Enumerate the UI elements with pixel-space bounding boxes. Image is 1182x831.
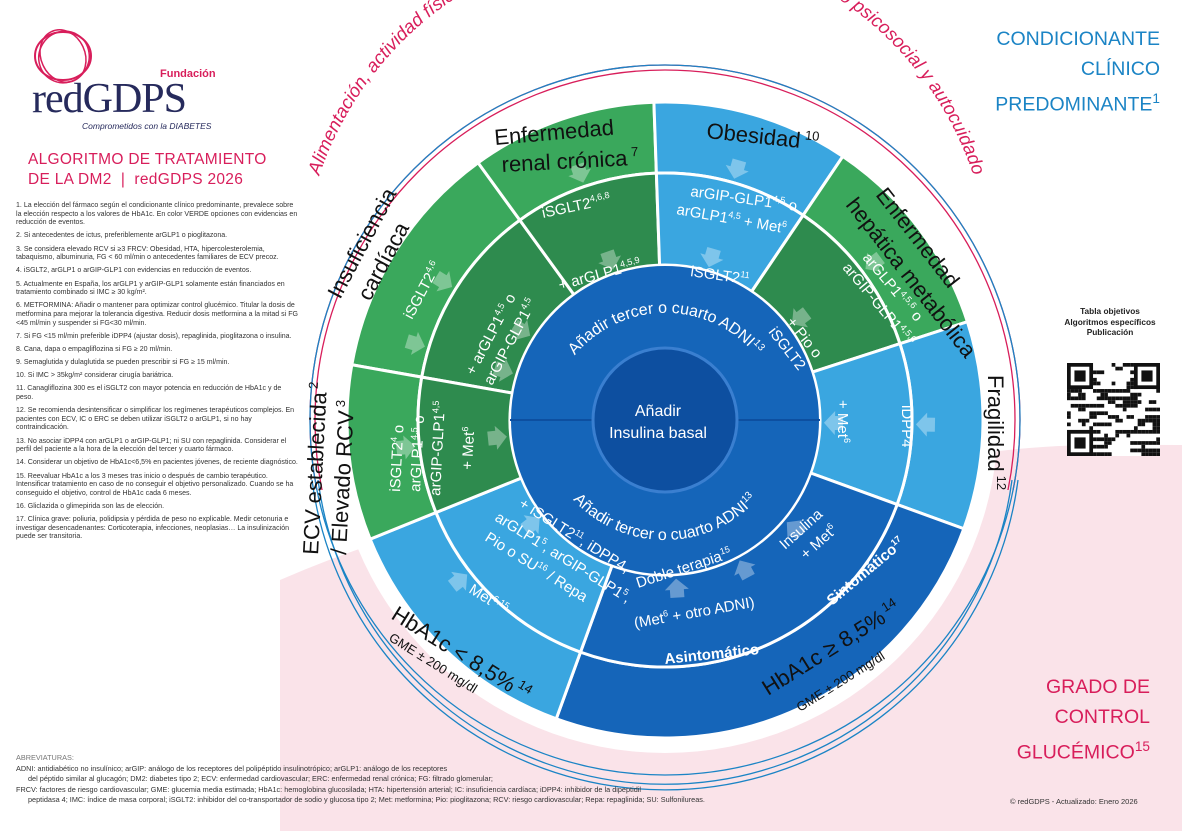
arrow-icon	[404, 331, 425, 355]
arrow-icon	[432, 270, 453, 292]
arrow-icon	[791, 307, 812, 328]
arrow-icon	[447, 571, 468, 592]
arrow-icon	[395, 435, 416, 460]
footnote-item: 5. Actualmente en España, los arGLP1 y a…	[16, 280, 285, 297]
qr-code-icon[interactable]	[1067, 363, 1160, 456]
logo-name: redGDPS	[32, 76, 187, 122]
svg-text:iSGLT211: iSGLT211	[689, 262, 750, 288]
footnote-item: 2. Si antecedentes de ictus, preferiblem…	[16, 232, 228, 240]
svg-text:+ Met6: + Met6	[834, 400, 852, 443]
footnote-item: 3. Se considera elevado RCV si ≥3 FRCV: …	[16, 245, 279, 262]
ecv-inner: + Met	[459, 431, 478, 471]
arrow-icon	[865, 251, 885, 272]
ecv-outer1: iSGLT2	[387, 442, 407, 493]
arrow-icon	[520, 515, 540, 536]
label-fragilidad: Fragilidad	[983, 375, 1008, 472]
ecv-outer3: arGIP-GLP1	[427, 413, 448, 496]
ecv-outer2: arGLP1	[407, 440, 427, 493]
footnote-item: 16. Gliclazida o glimepirida son las de …	[16, 502, 165, 510]
insulin-center	[593, 348, 737, 492]
high-doble2: (Met	[633, 610, 666, 632]
arrow-icon	[915, 412, 936, 437]
svg-text:Fragilidad12: Fragilidad12	[983, 375, 1009, 490]
footnote-item: 7. Si FG <15 ml/min preferible iDPP4 (aj…	[16, 332, 292, 340]
footnote-item: 12. Se recomienda desintensificar o simp…	[16, 407, 295, 432]
arrow-icon	[492, 358, 513, 382]
footnote-item: 17. Clínica grave: poliuria, polidipsia …	[16, 516, 290, 541]
svg-text:+ Met6: + Met6	[458, 426, 478, 470]
abbreviations: ABREVIATURAS: ADNI: antidiabético no ins…	[16, 753, 705, 804]
algorithm-title: ALGORITMO DE TRATAMIENTO DE LA DM2 | red…	[28, 151, 267, 188]
center-line1: Añadir	[635, 403, 682, 420]
footnote-item: 9. Semaglutida y dulaglutida se pueden p…	[16, 359, 230, 367]
footnote-item: 11. Canagliflozina 300 es el iSGLT2 con …	[16, 385, 282, 402]
logo-ring-icon	[34, 29, 92, 84]
footnote-item: 4. iSGLT2, arGLP1 o arGIP-GLP1 con evide…	[16, 267, 252, 275]
svg-text:arGIP-GLP14,5: arGIP-GLP14,5	[426, 400, 449, 496]
arrow-icon	[568, 162, 592, 183]
arrow-icon	[700, 246, 724, 268]
center-line2: Insulina basal	[609, 425, 707, 442]
fragilidad-outer: iDPP4	[898, 405, 915, 448]
footnote-item: 10. Si IMC > 35kg/m² considerar cirugía …	[16, 372, 174, 380]
footnote-item: 8. Cana, dapa o empagliflozina si FG ≥ 2…	[16, 345, 173, 353]
svg-text:arGLP14,5o: arGLP14,5o	[406, 415, 428, 492]
arrow-icon	[725, 158, 749, 179]
obesidad-inner: iSGLT2	[689, 263, 741, 287]
footnote-item: 1. La elección del fármaco según el cond…	[16, 202, 298, 227]
arrow-icon	[823, 410, 844, 435]
footnotes-list: 1. La elección del fármaco según el cond…	[16, 202, 298, 547]
logo-fundacion: Fundación	[160, 68, 216, 80]
footer-copyright: © redGDPS - Actualizado: Enero 2026	[1010, 797, 1138, 806]
arrow-icon	[664, 578, 689, 599]
arrow-icon	[487, 425, 507, 450]
arrow-icon	[598, 249, 621, 270]
footnote-item: 13. No asociar iDPP4 con arGLP1 o arGIP-…	[16, 437, 287, 454]
qr-caption: Tabla objetivos Algoritmos específicos P…	[1064, 306, 1156, 337]
clinical-conditioner-title: CONDICIONANTE CLÍNICO PREDOMINANTE1	[995, 28, 1160, 116]
logo-tagline: Comprometidos con la DIABETES	[82, 121, 212, 131]
arrow-icon	[786, 520, 806, 540]
arrow-icon	[510, 319, 531, 341]
svg-text:iSGLT24o: iSGLT24o	[386, 424, 407, 492]
footnote-item: 15. Reevaluar HbA1c a los 3 meses tras i…	[16, 472, 294, 497]
glycemic-control-title: GRADO DE CONTROL GLUCÉMICO15	[1016, 676, 1150, 764]
footnote-item: 6. METFORMINA: Añadir o mantener para op…	[16, 302, 298, 327]
arrow-icon	[734, 560, 756, 581]
fragilidad-inner: + Met	[834, 400, 851, 439]
footnote-item: 14. Considerar un objetivo de HbA1c<6,5%…	[16, 459, 298, 467]
